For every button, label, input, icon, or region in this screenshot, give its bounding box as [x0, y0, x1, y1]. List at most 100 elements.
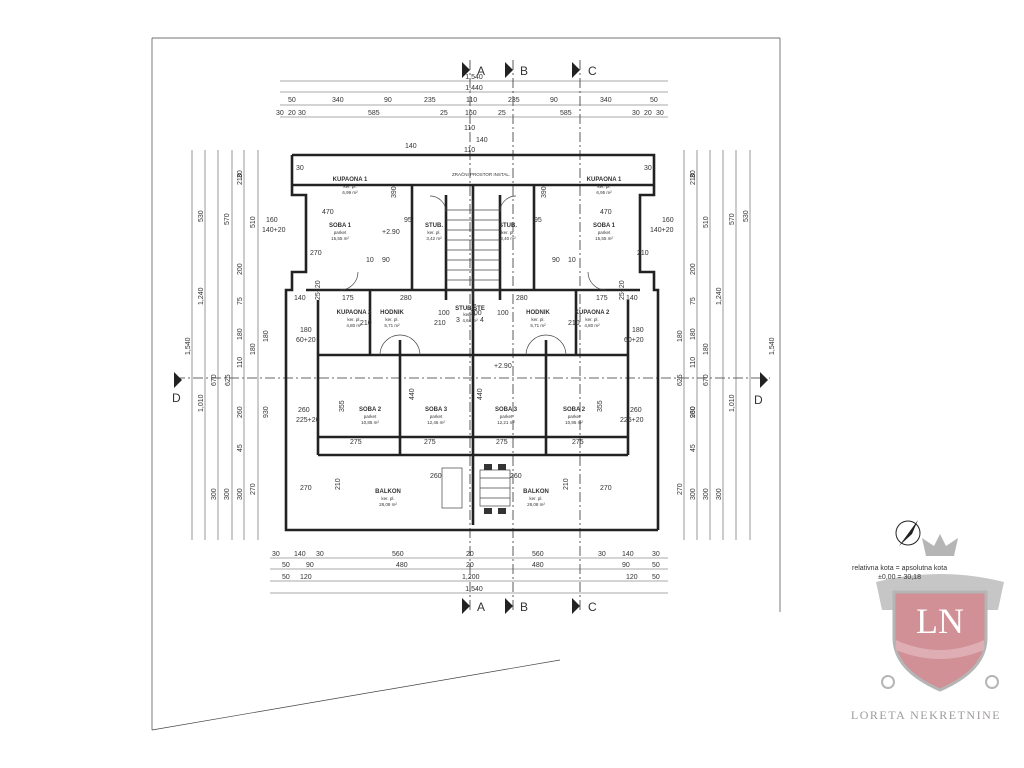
dim-label: 390	[391, 186, 398, 198]
room-kupaona-1-right: KUPAONA 1 ker. pl. 6,95 m²	[587, 177, 622, 195]
dim-label: 270	[677, 483, 684, 495]
dim-label: 270	[600, 485, 612, 492]
room-floor: ker. pl.	[585, 317, 598, 322]
dim-label: 340	[600, 97, 612, 104]
dim-label: 510	[250, 216, 257, 228]
dim-label: 25+20	[619, 280, 626, 300]
left-column-dims: 30 530 570 210 510 200 75 180 110 180 26…	[198, 170, 270, 500]
dim-label: 470	[600, 209, 612, 216]
dim-label: 45	[237, 444, 244, 452]
axis-d-left-label: D	[172, 391, 181, 405]
dim-label: 30	[276, 110, 284, 117]
dim-label: 180	[703, 343, 710, 355]
bottom-dimension-lines	[270, 557, 668, 594]
room-name: KUPAONA 1	[587, 177, 622, 183]
axis-b-top-label: B	[520, 64, 528, 78]
dim-label: 90	[306, 562, 314, 569]
dim-label: 90	[622, 562, 630, 569]
dim-label: 90	[552, 257, 560, 264]
dim-label: 75	[690, 297, 697, 305]
dim-label: 470	[322, 209, 334, 216]
bottom-dim-row3: 50 120 1,200 120 50	[282, 574, 660, 581]
dim-label: 225+20	[296, 417, 320, 424]
room-stub-right: STUB. ker. pl. 3,40 m²	[499, 223, 517, 241]
dim-label: 180	[300, 327, 312, 334]
room-floor: parket	[430, 414, 443, 419]
dim-label: 585	[368, 110, 380, 117]
right-inner-dim: 930	[690, 406, 697, 418]
legend-line-1: relativna kota = apsolutna kota	[852, 565, 948, 572]
top-overall-dim: 1,540	[465, 74, 483, 81]
dim-label: 270	[300, 485, 312, 492]
dim-label: 25+20	[315, 280, 322, 300]
staircase	[446, 200, 500, 300]
axis-d-left-arrow	[174, 372, 182, 388]
dim-label: 300	[237, 488, 244, 500]
room-kupaona-2-right: KUPAONA 2 ker. pl. 4,80 m²	[575, 310, 610, 328]
room-balkon-left: BALKON ker. pl. 28,08 m²	[375, 489, 401, 507]
dim-label: 100	[497, 310, 509, 317]
dim-label: 260	[430, 473, 442, 480]
dim-label: 300	[224, 488, 231, 500]
dim-label: 110	[466, 97, 477, 104]
left-inner-dim: 930	[263, 406, 270, 418]
dim-label: 120	[626, 574, 638, 581]
dim-label: 355	[597, 400, 604, 412]
watermark-monogram: LN	[916, 601, 964, 641]
frame-bottom	[151, 659, 561, 731]
left-dimension-lines	[191, 150, 259, 540]
room-balkon-right: BALKON ker. pl. 28,08 m²	[523, 489, 549, 507]
top-center-dims: 110 140 110 140	[405, 125, 488, 154]
axis-c-top-arrow	[572, 62, 580, 78]
top-inner-dim: 1,440	[465, 85, 483, 92]
left-misc-dims: 160 140+20 180 60+20 260 225+20 270	[262, 217, 320, 492]
left-inner-dim: 670	[211, 374, 218, 386]
dim-label: 140	[294, 295, 306, 302]
room-name: SOBA 1	[329, 223, 352, 229]
room-name: STUBIŠTE	[455, 304, 485, 312]
dim-label: 20	[288, 110, 296, 117]
dim-label: 300	[690, 488, 697, 500]
axis-c-bottom-label: C	[588, 600, 597, 614]
dim-label: 210	[568, 320, 580, 327]
dim-label: 355	[339, 400, 346, 412]
bottom-overall-dim: 1,540	[465, 586, 483, 593]
left-inner-dim: 625	[225, 374, 232, 386]
left-overall-dim: 1,540	[185, 337, 192, 355]
dim-label: 440	[409, 388, 416, 400]
dim-label: 140	[405, 143, 417, 150]
dim-label: 210	[335, 478, 342, 490]
room-hodnik-right: HODNIK ker. pl. 5,71 m²	[526, 310, 550, 328]
room-name: SOBA 2	[563, 407, 586, 413]
dim-label: 90	[550, 97, 558, 104]
stair-mark: 3	[456, 317, 460, 324]
dim-label: 260	[690, 406, 697, 418]
dim-label: 110	[690, 357, 697, 368]
room-floor: ker. pl.	[385, 317, 398, 322]
room-area: 4,64 m²	[462, 318, 478, 323]
room-soba-3-right: SOBA 3 parket 12,21 m²	[495, 407, 518, 425]
dim-label: 50	[650, 97, 658, 104]
service-shaft-note: ZRAČNI PROSTOR INSTAL.	[452, 171, 510, 177]
dim-label: 180	[690, 328, 697, 340]
dim-label: 210	[434, 320, 446, 327]
room-floor: ker. pl.	[427, 230, 440, 235]
dim-label: 180	[237, 328, 244, 340]
elevation-legend: relativna kota = apsolutna kota ±0,00 = …	[852, 564, 982, 582]
axis-a-bottom-label: A	[477, 600, 485, 614]
room-area: 10,85 m²	[565, 420, 583, 425]
dim-label: 110	[464, 147, 475, 154]
dim-label: 300	[716, 488, 723, 500]
dim-label: 340	[332, 97, 344, 104]
dim-label: 95	[404, 217, 412, 224]
axis-b-top-arrow	[505, 62, 513, 78]
dim-label: 140	[476, 137, 488, 144]
room-area: 15,55 m²	[331, 236, 349, 241]
dim-label: 30	[644, 165, 652, 172]
dim-label: 280	[400, 295, 412, 302]
dim-label: 175	[342, 295, 354, 302]
room-name: BALKON	[523, 489, 549, 495]
dim-label: 90	[384, 97, 392, 104]
room-soba-3-left: SOBA 3 parket 12,46 m²	[425, 407, 448, 425]
